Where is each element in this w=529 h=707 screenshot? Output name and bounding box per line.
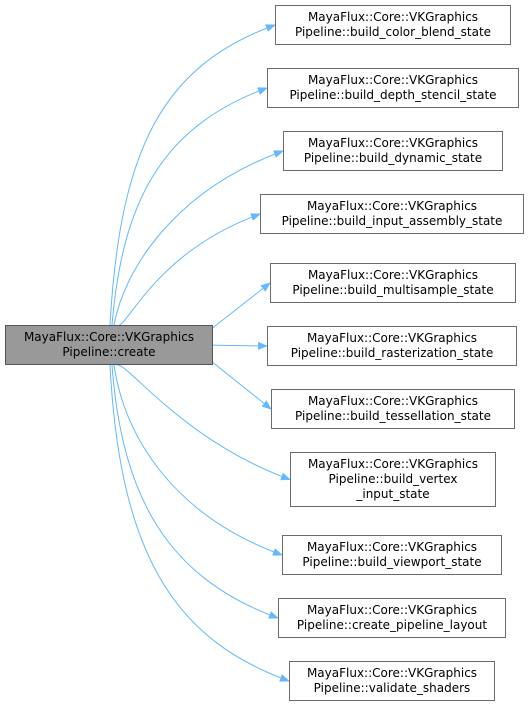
node-label-line: MayaFlux::Core::VKGraphics <box>306 666 478 680</box>
call-edge-arrow <box>111 87 268 326</box>
node-label-line: Pipeline::build_viewport_state <box>302 555 482 569</box>
node-label-line: MayaFlux::Core::VKGraphics <box>307 73 479 87</box>
call-edge-arrow <box>113 150 284 326</box>
call-edge-arrow <box>109 364 290 682</box>
node-label-line: MayaFlux::Core::VKGraphics <box>307 457 479 471</box>
node-label-line: MayaFlux::Core::VKGraphics <box>23 330 195 344</box>
node-label-line: MayaFlux::Core::VKGraphics <box>307 136 479 150</box>
node-label-line: MayaFlux::Core::VKGraphics <box>306 540 478 554</box>
node-label-line: Pipeline::build_color_blend_state <box>294 25 492 39</box>
node-label-line: Pipeline::create <box>62 345 156 359</box>
call-edge-arrow <box>109 24 276 326</box>
call-edge-arrow <box>111 364 279 619</box>
call-edge-arrow <box>115 213 261 327</box>
node-label-line: Pipeline::validate_shaders <box>313 681 471 695</box>
node-label-line: MayaFlux::Core::VKGraphics <box>306 331 478 345</box>
node-label-line: Pipeline::build_depth_stencil_state <box>289 88 497 102</box>
node-label-line: MayaFlux::Core::VKGraphics <box>307 394 479 408</box>
call-edge-arrow <box>113 364 283 556</box>
node-label-line: Pipeline::build_rasterization_state <box>290 346 494 360</box>
node-label-line: Pipeline::build_vertex <box>328 472 458 486</box>
node-label-line: Pipeline::build_dynamic_state <box>303 151 483 165</box>
call-edge-arrow <box>115 364 291 481</box>
node-label-line: MayaFlux::Core::VKGraphics <box>306 603 478 617</box>
node-label-line: Pipeline::build_multisample_state <box>292 283 494 297</box>
node-label-line: MayaFlux::Core::VKGraphics <box>307 268 479 282</box>
node-label-line: Pipeline::build_input_assembly_state <box>281 214 503 228</box>
node-label-line: Pipeline::build_tessellation_state <box>295 409 491 423</box>
node-label-line: _input_state <box>356 487 430 501</box>
node-label-line: MayaFlux::Core::VKGraphics <box>307 10 479 24</box>
node-label-line: Pipeline::create_pipeline_layout <box>296 618 488 632</box>
node-label-line: MayaFlux::Core::VKGraphics <box>306 199 478 213</box>
